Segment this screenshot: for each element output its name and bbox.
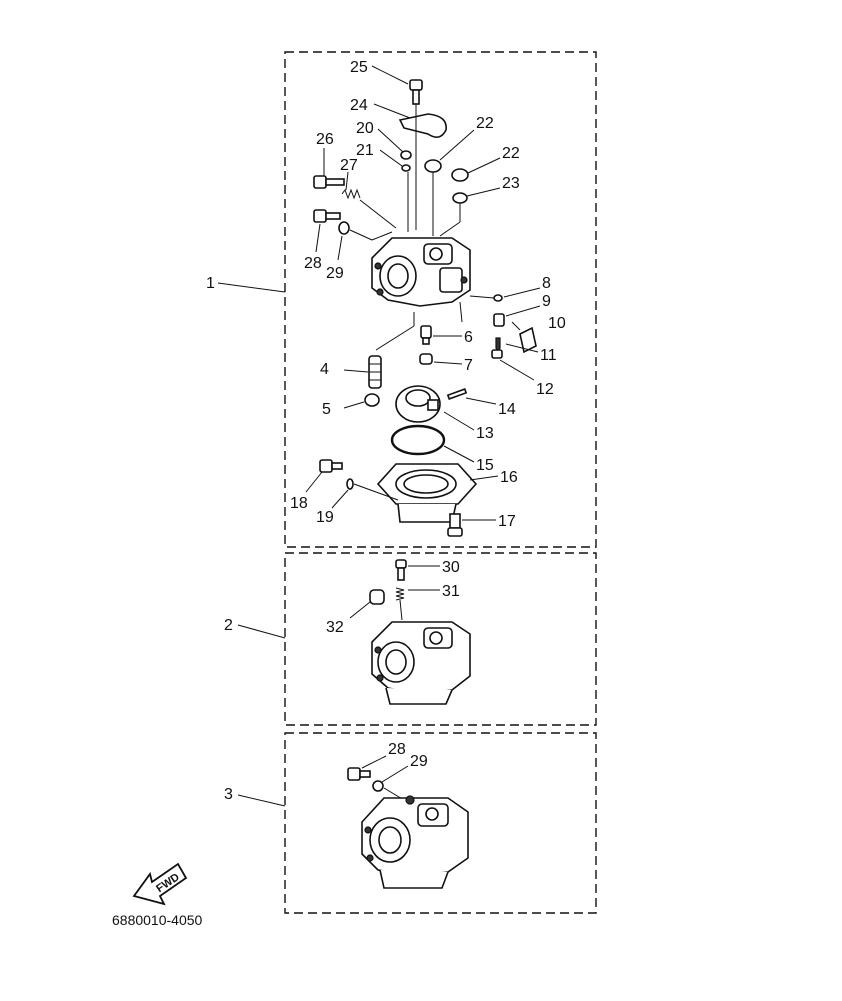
part-4-nozzle	[368, 355, 382, 389]
callout-p22a: 22	[476, 115, 494, 132]
assembly-callout-1: 1	[206, 275, 215, 292]
callout-p31: 31	[442, 583, 460, 600]
callout-p19: 19	[316, 509, 334, 526]
fwd-arrow-icon: FWD	[132, 862, 188, 906]
part-24-plate	[398, 113, 447, 138]
part-29-washer	[338, 221, 350, 235]
callout-p28b: 28	[388, 741, 406, 758]
part-10-clip	[519, 326, 537, 354]
group-box-1	[284, 51, 597, 548]
part-17-screw	[447, 513, 463, 537]
part-6-jet	[420, 325, 432, 345]
part-28-screw	[313, 209, 341, 223]
part-9-jet	[493, 313, 505, 327]
part-19-oring	[346, 478, 354, 490]
part-16-float-bowl	[376, 463, 478, 523]
carburetor-body-1	[371, 237, 471, 307]
part-18-screw	[319, 459, 343, 473]
part-29-washer-b	[372, 780, 384, 792]
carburetor-body-3	[361, 795, 469, 889]
callout-p18: 18	[290, 495, 308, 512]
callout-p15: 15	[476, 457, 494, 474]
group-box-3	[284, 732, 597, 914]
callout-p10: 10	[548, 315, 566, 332]
part-27-spring	[341, 188, 361, 200]
assembly-callout-3: 3	[224, 786, 233, 803]
callout-p11: 11	[540, 347, 557, 364]
part-7-plug	[419, 353, 433, 365]
assembly-callout-2: 2	[224, 617, 233, 634]
part-code: 6880010-4050	[112, 912, 203, 928]
callout-p25: 25	[350, 59, 368, 76]
callout-p21: 21	[356, 142, 374, 159]
carburetor-body-2	[371, 621, 471, 705]
callout-p6: 6	[464, 329, 473, 346]
callout-p12: 12	[536, 381, 554, 398]
callout-p26: 26	[316, 131, 334, 148]
part-22-cap-a	[424, 159, 442, 173]
part-28-screw-b	[347, 767, 371, 781]
part-22-cap-b	[451, 168, 469, 182]
part-32	[369, 589, 385, 605]
group-box-2	[284, 552, 597, 726]
callout-p4: 4	[320, 361, 329, 378]
callout-p16: 16	[500, 469, 518, 486]
callout-p14: 14	[498, 401, 516, 418]
callout-p17: 17	[498, 513, 516, 530]
callout-p28a: 28	[304, 255, 322, 272]
part-20	[400, 150, 412, 160]
part-23	[452, 192, 468, 204]
part-25-screw	[409, 79, 423, 105]
callout-p27: 27	[340, 157, 358, 174]
part-12-screw	[491, 349, 503, 359]
callout-p8: 8	[542, 275, 551, 292]
part-8	[493, 294, 503, 302]
part-31-spring	[395, 587, 405, 601]
callout-p7: 7	[464, 357, 473, 374]
callout-p30: 30	[442, 559, 460, 576]
part-14-pin	[446, 388, 468, 400]
callout-p24: 24	[350, 97, 368, 114]
part-26-screw	[313, 175, 345, 189]
part-21	[401, 164, 411, 172]
callout-p23: 23	[502, 175, 520, 192]
part-30-screw	[395, 559, 407, 581]
callout-p29a: 29	[326, 265, 344, 282]
callout-p5: 5	[322, 401, 331, 418]
callout-p9: 9	[542, 293, 551, 310]
callout-p20: 20	[356, 120, 374, 137]
callout-p32: 32	[326, 619, 344, 636]
part-13-float	[395, 385, 441, 423]
part-15-gasket	[390, 424, 446, 456]
part-5-plug	[364, 393, 380, 407]
callout-p22b: 22	[502, 145, 520, 162]
callout-p13: 13	[476, 425, 494, 442]
callout-p29b: 29	[410, 753, 428, 770]
